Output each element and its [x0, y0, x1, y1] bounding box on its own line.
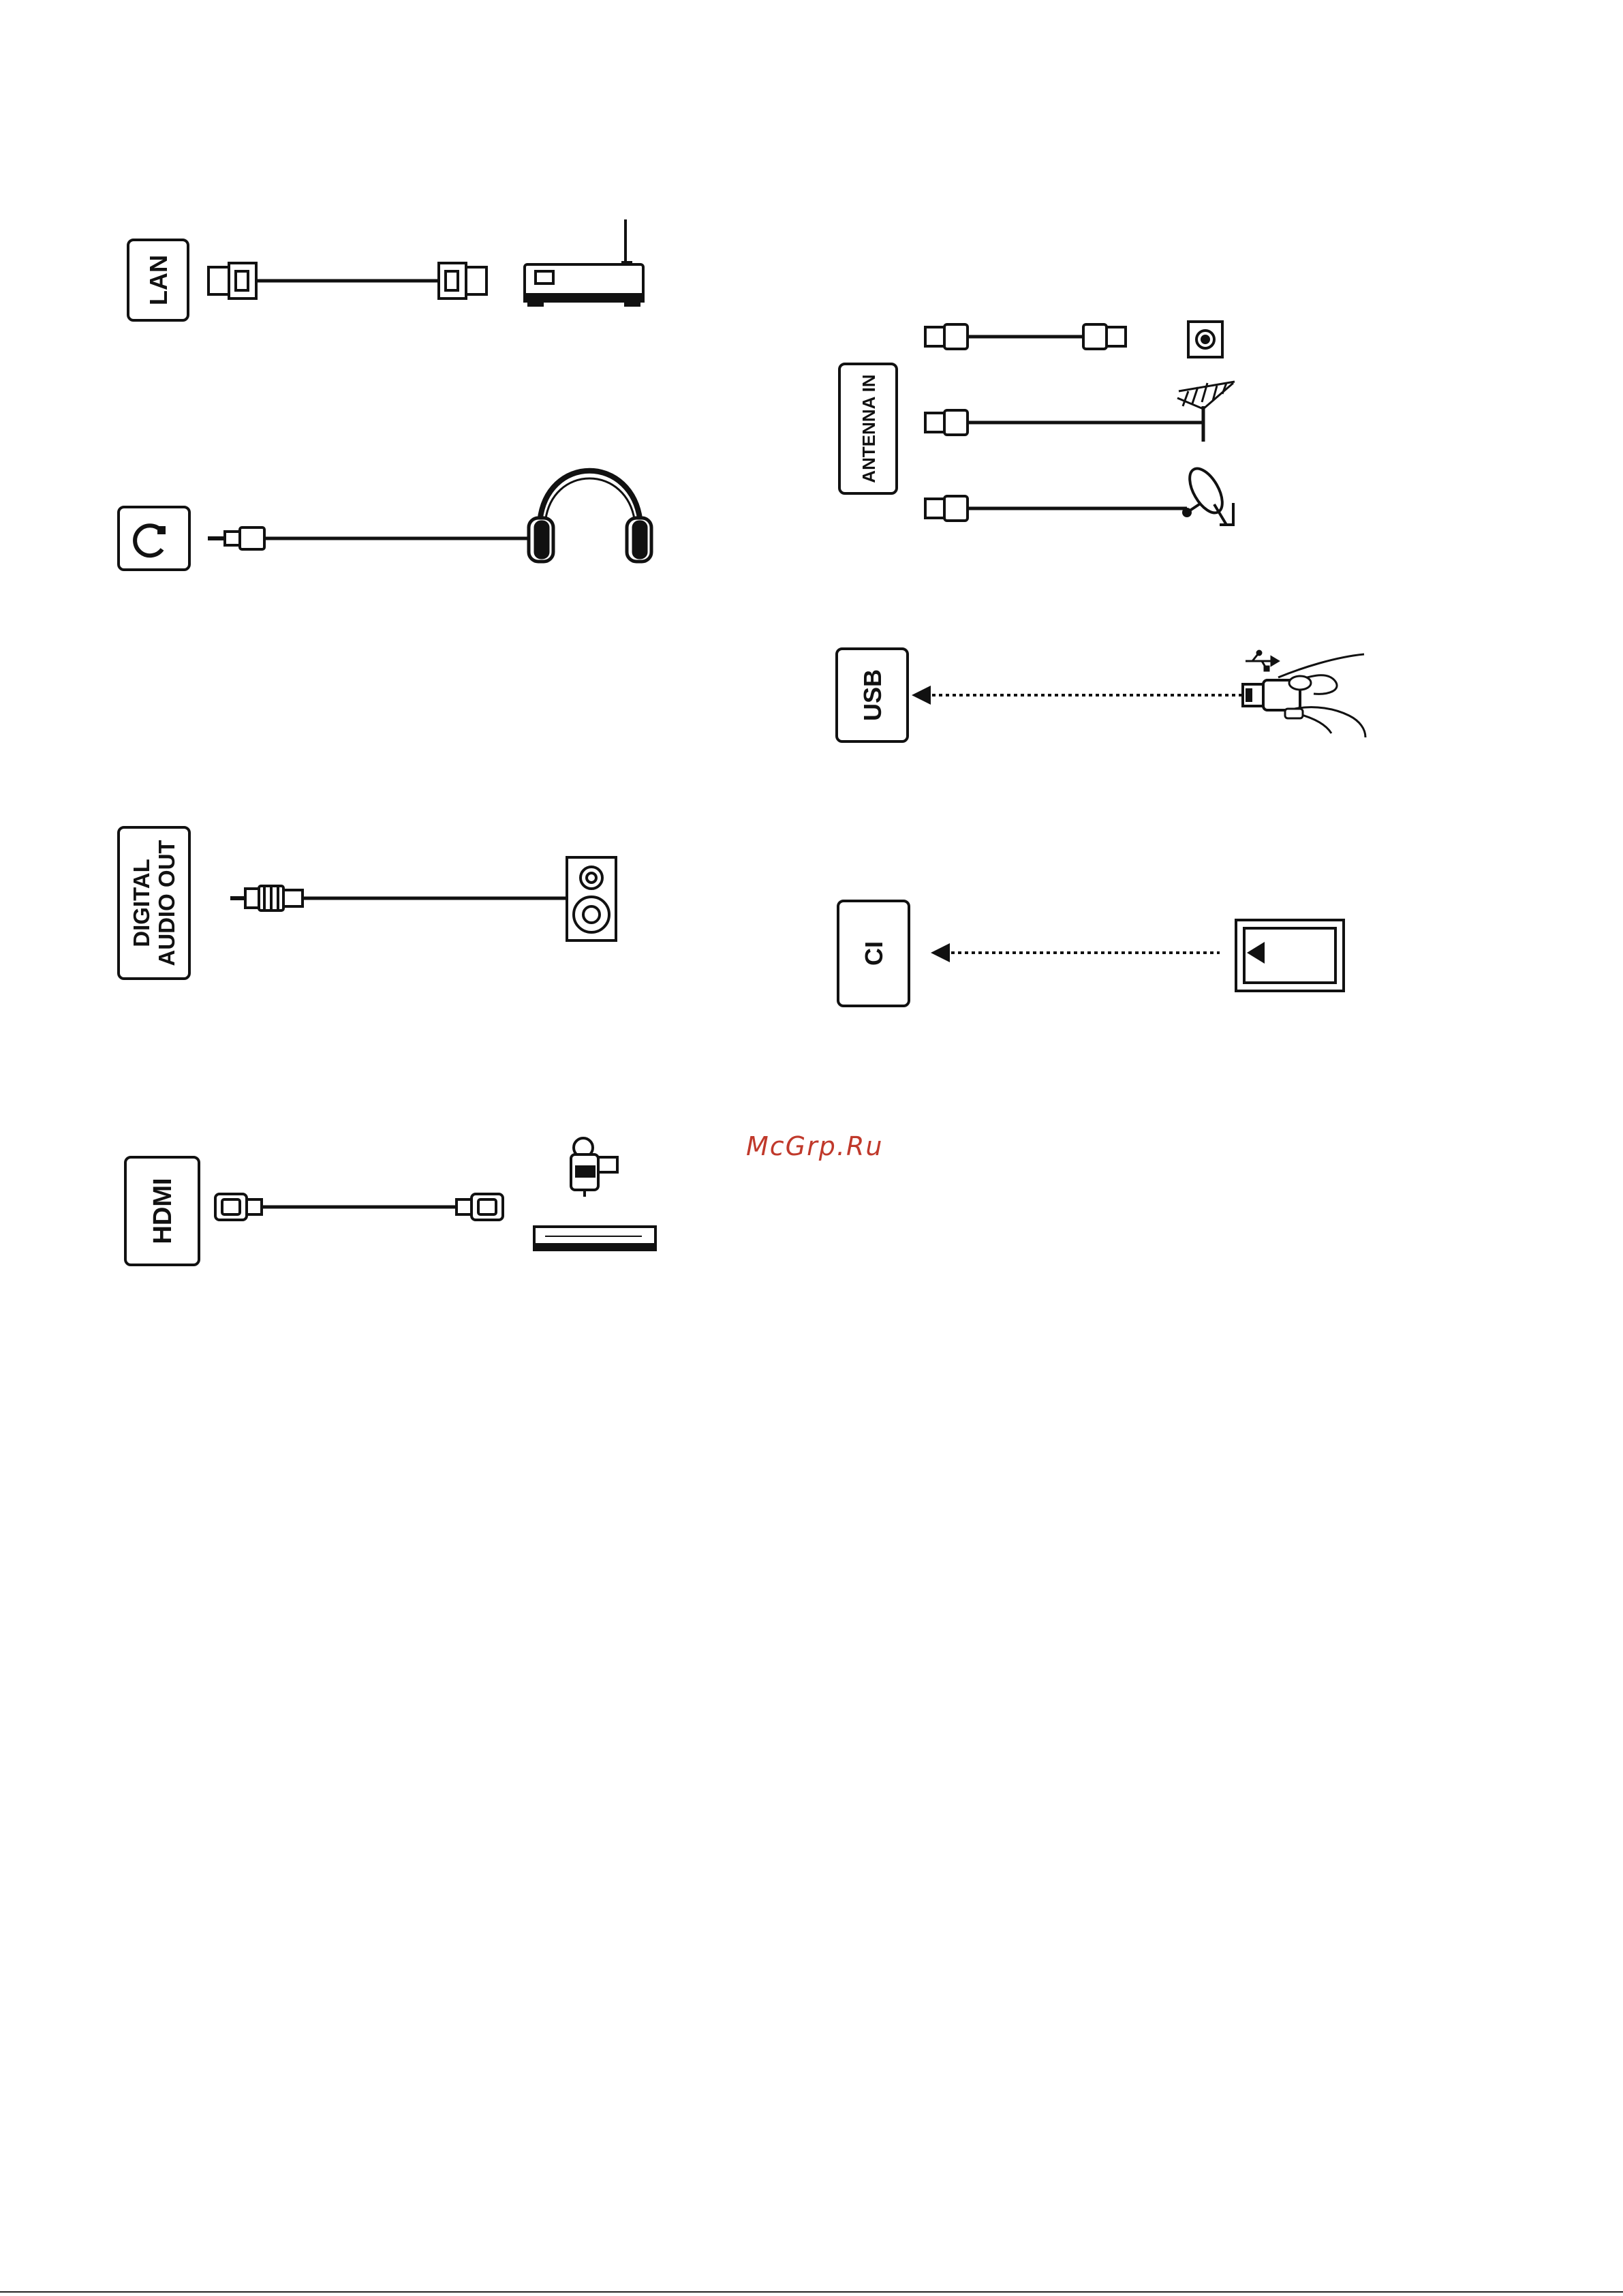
bottom-rule — [0, 2291, 1623, 2293]
watermark: McGrp.Ru — [746, 1131, 883, 1161]
usb-port-label: USB — [859, 669, 886, 721]
usb-flash-drive-icon — [1243, 654, 1365, 737]
digital-audio-out-label-line1: DIGITAL — [129, 859, 154, 947]
digital-audio-out-label-line2: AUDIO OUT — [154, 840, 179, 966]
hdmi-plug-left — [215, 1194, 262, 1220]
hdmi-port-box: HDMI — [125, 1157, 199, 1265]
antenna-in-port-box: ANTENNA IN — [839, 364, 897, 493]
lan-port-label: LAN — [144, 255, 172, 305]
ci-port-box: CI — [838, 901, 909, 1006]
antenna-in-connection: ANTENNA IN — [839, 322, 1235, 525]
wall-socket-icon — [1188, 322, 1222, 357]
digital-audio-out-connection: DIGITAL AUDIO OUT — [119, 827, 616, 979]
ci-port-label: CI — [860, 941, 888, 966]
ci-card-icon — [1236, 920, 1344, 991]
usb-connection: USB — [837, 649, 1365, 741]
headphones-icon — [529, 471, 651, 562]
hdmi-plug-right — [457, 1194, 503, 1220]
rj45-plug-left — [208, 263, 256, 299]
speaker-icon — [567, 857, 616, 940]
coax-cable-aerial — [925, 410, 1203, 435]
coax-cable-satellite — [925, 496, 1187, 521]
headphone-connection — [119, 471, 651, 570]
camcorder-icon — [571, 1138, 617, 1197]
hdmi-connection: HDMI — [125, 1138, 655, 1265]
rca-plug-icon — [230, 886, 303, 910]
router-icon — [525, 219, 643, 305]
usb-arrow-head — [912, 686, 931, 705]
antenna-in-port-label: ANTENNA IN — [859, 374, 879, 483]
hdmi-port-label: HDMI — [149, 1178, 177, 1244]
lan-port-box: LAN — [128, 240, 188, 320]
satellite-dish-icon — [1183, 463, 1233, 525]
headphone-port-icon — [119, 507, 189, 570]
usb-port-box: USB — [837, 649, 908, 741]
coax-cable-wall — [925, 324, 1126, 349]
rj45-plug-right — [439, 263, 486, 299]
jack-plug-icon — [208, 527, 264, 549]
ci-arrow-head — [931, 943, 950, 962]
aerial-antenna-icon — [1177, 382, 1235, 442]
lan-connection: LAN — [128, 219, 643, 320]
blu-ray-player-icon — [534, 1227, 655, 1250]
usb-symbol-icon — [1246, 651, 1278, 671]
digital-audio-out-port-box: DIGITAL AUDIO OUT — [119, 827, 189, 979]
ci-connection: CI — [838, 901, 1344, 1006]
